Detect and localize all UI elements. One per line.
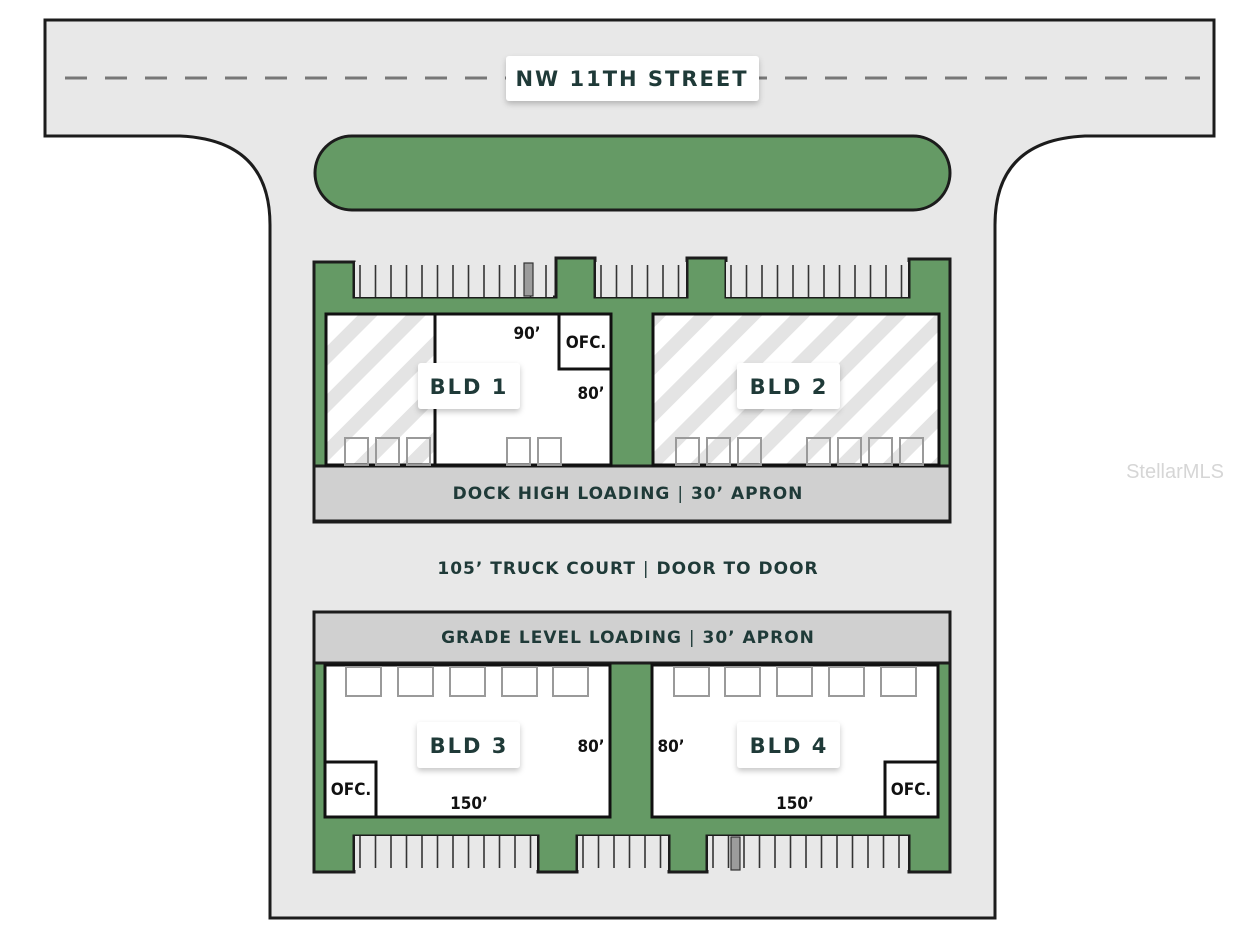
bld3-grade-doors [345, 666, 589, 697]
parking-stalls-top [355, 262, 908, 297]
bld4-depth-dim: 80’ [657, 737, 684, 757]
street-label: NW 11TH STREET [515, 67, 748, 91]
door [706, 437, 731, 466]
bld1-office-label: OFC. [566, 333, 606, 353]
bld3-width-dim: 150’ [450, 794, 488, 814]
door [375, 437, 400, 466]
accessible-stall-marker [523, 262, 534, 297]
bld3-office [323, 760, 378, 819]
parking-strip [355, 836, 537, 870]
accessible-stall-marker [730, 836, 741, 871]
bld4-office-label: OFC. [891, 780, 931, 800]
bld3-label-box [417, 722, 520, 768]
door [501, 666, 538, 697]
door [828, 666, 865, 697]
door [899, 437, 924, 466]
bld4-label-box [737, 722, 840, 768]
door [675, 437, 700, 466]
median-island [313, 134, 952, 212]
truck-court-label: 105’ TRUCK COURT | DOOR TO DOOR [437, 559, 818, 579]
door [345, 666, 382, 697]
bld1-depth-dim: 80’ [577, 384, 604, 404]
building-2: BLD 2 [651, 312, 941, 467]
door [673, 666, 710, 697]
bld1-width-dim: 90’ [513, 324, 540, 344]
bld1-dock-doors [344, 437, 562, 466]
door [537, 437, 562, 466]
grade-loading-label: GRADE LEVEL LOADING | 30’ APRON [441, 628, 815, 648]
door [837, 437, 862, 466]
bld4-office [883, 760, 940, 819]
bld3-label: BLD 3 [430, 734, 509, 758]
door [880, 666, 917, 697]
bld3-depth-dim: 80’ [577, 737, 604, 757]
door [406, 437, 431, 466]
door [449, 666, 486, 697]
door [344, 437, 369, 466]
dock-loading-label: DOCK HIGH LOADING | 30’ APRON [453, 484, 804, 504]
bld4-grade-doors [673, 666, 917, 697]
watermark: StellarMLS [1126, 461, 1224, 483]
dock-apron [312, 464, 952, 523]
bld4-label: BLD 4 [750, 734, 829, 758]
parking-strip [578, 836, 668, 870]
bld1-label-box [418, 363, 520, 409]
building-3: OFC. 150’ 80’ BLD 3 [323, 663, 612, 819]
bld2-dock-doors [675, 437, 924, 466]
grade-apron [312, 610, 952, 665]
parking-strip [355, 262, 553, 297]
bld3-office-label: OFC. [331, 780, 371, 800]
parking-strip [708, 836, 908, 870]
door [776, 666, 813, 697]
building-1: OFC. 90’ 80’ BLD 1 [324, 312, 613, 467]
door [806, 437, 831, 466]
building-4: OFC. 150’ 80’ BLD 4 [650, 663, 940, 819]
door [506, 437, 531, 466]
street-label-box [506, 56, 759, 101]
door [397, 666, 434, 697]
bld1-office [557, 312, 613, 371]
bld4-width-dim: 150’ [776, 794, 814, 814]
parking-stalls-bottom [355, 836, 908, 871]
bld2-label: BLD 2 [750, 375, 829, 399]
parking-strip [726, 262, 908, 297]
door [552, 666, 589, 697]
door [868, 437, 893, 466]
door [724, 666, 761, 697]
bld2-label-box [737, 363, 840, 409]
parking-strip [596, 262, 686, 297]
bld1-label: BLD 1 [430, 375, 509, 399]
door [737, 437, 762, 466]
